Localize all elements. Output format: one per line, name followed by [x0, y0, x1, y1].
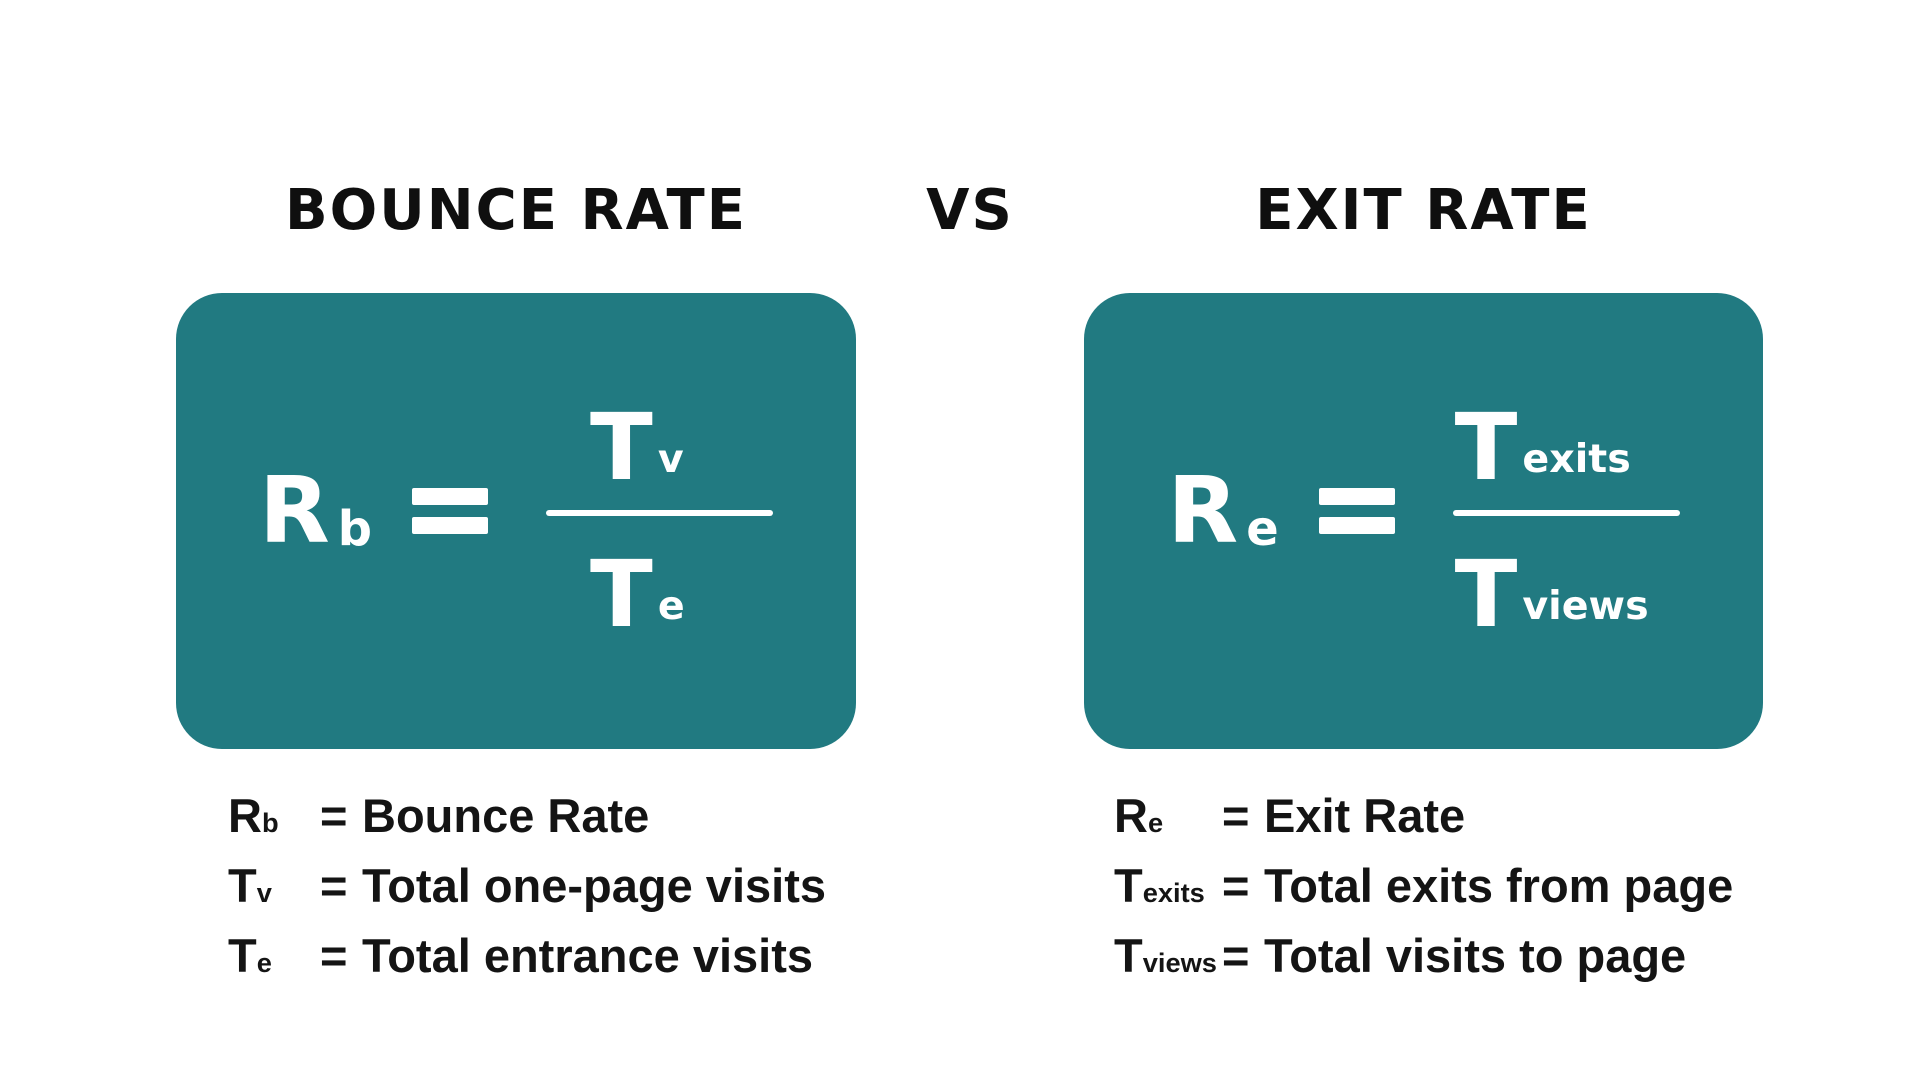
equals-sign: = — [1318, 488, 1395, 534]
legend-equals: = — [1222, 859, 1250, 912]
denominator-symbol: T — [1454, 540, 1518, 648]
legend-row: Texits = Total exits from page — [1114, 854, 1733, 924]
formula-symbol-sub: b — [337, 502, 373, 557]
legend-description: Total visits to page — [1264, 929, 1687, 982]
legend-equals: = — [320, 789, 348, 842]
legend-symbol: Tviews — [1114, 924, 1222, 994]
legend-equals: = — [320, 859, 348, 912]
fraction-line — [546, 509, 774, 516]
legend-row: Re = Exit Rate — [1114, 784, 1733, 854]
formula-symbol-sub: e — [1246, 502, 1279, 557]
formula-symbol: R — [1167, 457, 1239, 564]
equals-bar-bottom — [412, 517, 489, 534]
legend-equals: = — [1222, 789, 1250, 842]
numerator-sub: v — [657, 435, 684, 482]
legend-description: Bounce Rate — [362, 789, 650, 842]
legend-symbol-sub: exits — [1142, 877, 1205, 908]
equals-bar-top — [1318, 488, 1395, 505]
denominator-symbol: T — [590, 540, 653, 648]
legend-description: Total entrance visits — [362, 929, 813, 982]
denominator-sub: views — [1522, 582, 1649, 629]
formula-symbol: R — [258, 457, 330, 564]
numerator-symbol: T — [1454, 393, 1518, 501]
denominator-sub: e — [657, 582, 685, 629]
legend-bounce-rate: Rb = Bounce Rate Tv = Total one-page vis… — [228, 784, 826, 994]
legend-equals: = — [320, 929, 348, 982]
legend-description: Exit Rate — [1264, 789, 1466, 842]
legend-symbol: Rb — [228, 784, 320, 854]
legend-symbol: Te — [228, 924, 320, 994]
numerator-symbol: T — [590, 393, 653, 501]
legend-row: Tviews = Total visits to page — [1114, 924, 1733, 994]
title-versus: VS — [926, 178, 1014, 243]
legend-symbol-sub: v — [256, 877, 272, 908]
title-bounce-rate: BOUNCE RATE — [284, 178, 748, 243]
legend-symbol-main: T — [1114, 929, 1143, 982]
legend-symbol: Tv — [228, 854, 320, 924]
legend-row: Te = Total entrance visits — [228, 924, 826, 994]
legend-symbol-main: T — [228, 929, 257, 982]
legend-symbol: Texits — [1114, 854, 1222, 924]
bounce-rate-formula: Rb = Tv Te — [259, 401, 774, 641]
legend-equals: = — [1222, 929, 1250, 982]
equals-bar-bottom — [1318, 517, 1395, 534]
fraction-line — [1452, 509, 1680, 516]
legend-symbol-main: R — [1114, 789, 1148, 842]
legend-symbol-sub: b — [261, 807, 279, 838]
title-exit-rate: EXIT RATE — [1255, 178, 1592, 243]
legend-symbol-main: T — [1114, 859, 1143, 912]
legend-description: Total one-page visits — [362, 859, 826, 912]
legend-symbol-main: R — [228, 789, 262, 842]
legend-description: Total exits from page — [1264, 859, 1734, 912]
legend-row: Tv = Total one-page visits — [228, 854, 826, 924]
numerator-sub: exits — [1522, 435, 1631, 482]
card-exit-rate-formula: Re = Texits Tviews — [1084, 293, 1763, 749]
legend-symbol-sub: views — [1142, 947, 1217, 978]
legend-exit-rate: Re = Exit Rate Texits = Total exits from… — [1114, 784, 1733, 994]
legend-row: Rb = Bounce Rate — [228, 784, 826, 854]
equals-bar-top — [412, 488, 489, 505]
legend-symbol-sub: e — [256, 947, 272, 978]
card-bounce-rate-formula: Rb = Tv Te — [176, 293, 856, 749]
legend-symbol: Re — [1114, 784, 1222, 854]
legend-symbol-main: T — [228, 859, 257, 912]
exit-rate-formula: Re = Texits Tviews — [1167, 401, 1680, 641]
equals-sign: = — [412, 488, 489, 534]
legend-symbol-sub: e — [1147, 807, 1164, 838]
